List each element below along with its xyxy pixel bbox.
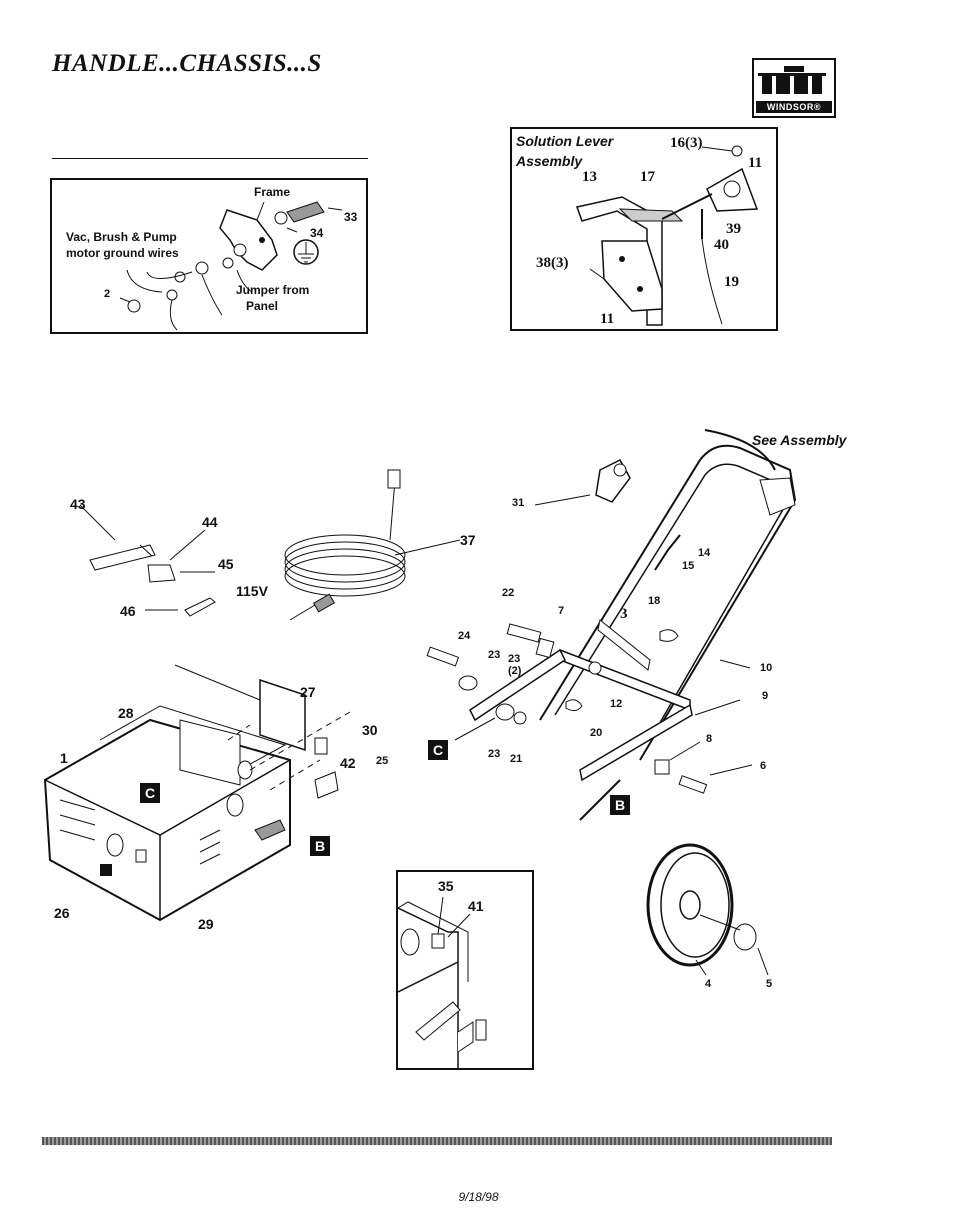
label-part-35: 35 xyxy=(438,878,454,894)
label-part-23-a: 23 xyxy=(488,649,500,661)
label-part-1: 1 xyxy=(60,750,68,766)
label-part-27: 27 xyxy=(300,684,316,700)
label-part-22: 22 xyxy=(502,587,514,599)
label-part-7: 7 xyxy=(558,605,564,617)
marker-b-handle: B xyxy=(610,795,630,815)
label-part-12: 12 xyxy=(610,698,622,710)
label-part-15: 15 xyxy=(682,560,694,572)
label-part-29: 29 xyxy=(198,916,214,932)
label-part-24: 24 xyxy=(458,630,470,642)
label-part-10: 10 xyxy=(760,662,772,674)
label-part-31: 31 xyxy=(512,497,524,509)
label-part-6: 6 xyxy=(760,760,766,772)
label-part-43: 43 xyxy=(70,496,86,512)
label-part-4: 4 xyxy=(705,978,711,990)
label-part-23-qty: (2) xyxy=(508,665,521,677)
marker-c-chassis: C xyxy=(140,783,160,803)
marker-c-handle: C xyxy=(428,740,448,760)
footer-rule xyxy=(42,1137,832,1145)
label-part-23-c: 23 xyxy=(488,748,500,760)
label-part-14: 14 xyxy=(698,547,710,559)
label-part-37: 37 xyxy=(460,532,476,548)
label-see-assembly: See Assembly xyxy=(752,432,846,448)
label-part-18: 18 xyxy=(648,595,660,607)
bracket-detail-drawing xyxy=(398,872,532,1068)
label-part-9: 9 xyxy=(762,690,768,702)
label-part-42: 42 xyxy=(340,755,356,771)
label-part-3: 3 xyxy=(620,606,628,623)
label-part-25: 25 xyxy=(376,755,388,767)
label-part-26: 26 xyxy=(54,905,70,921)
bracket-detail-inset: 35 41 xyxy=(396,870,534,1070)
label-part-41: 41 xyxy=(468,898,484,914)
label-part-30: 30 xyxy=(362,722,378,738)
label-part-23-b: 23 xyxy=(508,653,520,665)
label-part-21: 21 xyxy=(510,753,522,765)
label-part-45: 45 xyxy=(218,556,234,572)
revision-date: 9/18/98 xyxy=(0,1190,957,1204)
label-part-20: 20 xyxy=(590,727,602,739)
marker-b-chassis: B xyxy=(310,836,330,856)
label-part-46: 46 xyxy=(120,603,136,619)
label-part-28: 28 xyxy=(118,705,134,721)
label-part-8: 8 xyxy=(706,733,712,745)
label-part-5: 5 xyxy=(766,978,772,990)
label-voltage: 115V xyxy=(236,583,268,599)
label-part-44: 44 xyxy=(202,514,218,530)
